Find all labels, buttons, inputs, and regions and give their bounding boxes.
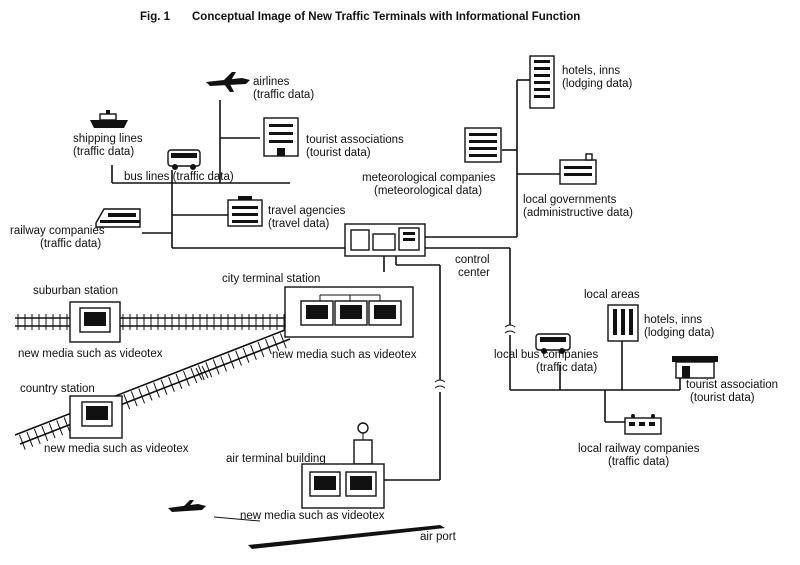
label-control: control	[455, 254, 490, 266]
railway-tie	[168, 376, 175, 392]
label-local-railway-companies: local railway companies	[578, 443, 700, 455]
railway-tie	[175, 373, 183, 389]
control-center-icon	[344, 223, 426, 257]
railway-tie	[212, 359, 220, 375]
label-tourist-associations-data: (tourist data)	[306, 147, 371, 159]
railway-tie	[227, 353, 235, 369]
hotel-building-icon	[529, 55, 555, 109]
label-videotex-air: new media such as videotex	[240, 510, 385, 522]
label-local-hotels: hotels, inns	[644, 314, 702, 326]
suburban-station-terminal-icon	[69, 301, 121, 343]
label-tourist-associations: tourist associations	[306, 134, 404, 146]
local-railway-icon	[624, 414, 662, 435]
railway-tie	[153, 382, 160, 398]
railway-tie	[160, 379, 168, 395]
figure-label: Fig. 1	[140, 11, 171, 23]
label-local-bus-companies: local bus companies	[494, 349, 598, 361]
runway-icon	[213, 516, 445, 549]
label-hotels-data: (lodging data)	[562, 78, 632, 90]
label-local-governments: local governments	[523, 194, 617, 206]
railway-tie	[123, 394, 131, 410]
diagram-labels: airlines (traffic data) hotels, inns (lo…	[10, 65, 778, 543]
label-airlines-data: (traffic data)	[253, 89, 314, 101]
label-airlines: airlines	[253, 76, 290, 88]
label-local-governments-data: (administructive data)	[523, 207, 633, 219]
label-bus-lines: bus lines (traffic data)	[124, 171, 234, 183]
label-local-hotels-data: (lodging data)	[644, 327, 714, 339]
label-air-port: air port	[420, 531, 457, 543]
label-meteorological-data: (meteorological data)	[374, 185, 482, 197]
railway-tie	[130, 391, 138, 407]
railway-tie	[235, 350, 242, 366]
railway-tie	[183, 370, 190, 387]
label-travel-agencies: travel agencies	[268, 205, 346, 217]
railway-tie	[220, 356, 228, 372]
label-videotex-suburban: new media such as videotex	[18, 348, 163, 360]
tourist-association-building-icon	[263, 117, 299, 157]
railway-tie	[272, 336, 280, 352]
country-station-terminal-icon	[69, 395, 123, 439]
airplane-icon	[206, 72, 250, 92]
railway-tie	[250, 344, 257, 360]
label-air-terminal-building: air terminal building	[226, 453, 326, 465]
airplane-landing-icon	[168, 500, 206, 512]
local-government-building-icon	[559, 153, 597, 185]
railway-tie	[18, 434, 26, 450]
railway-tie	[138, 388, 146, 404]
local-hotel-building-icon	[607, 304, 639, 342]
label-meteorological: meteorological companies	[362, 172, 496, 184]
railway-tie	[242, 347, 250, 363]
label-railway-companies-data: (traffic data)	[40, 238, 101, 250]
city-terminal-station-icon	[284, 286, 414, 338]
label-local-areas: local areas	[584, 289, 640, 301]
connection-lines	[111, 79, 681, 481]
label-local-bus-companies-data: (traffic data)	[536, 362, 597, 374]
label-shipping-lines-data: (traffic data)	[73, 146, 134, 158]
label-local-tourist-association-data: (tourist data)	[690, 392, 755, 404]
railway-tie	[190, 367, 198, 384]
label-local-tourist-association: tourist association	[686, 379, 778, 391]
railway-tie	[33, 428, 41, 445]
railway-tracks	[14, 314, 291, 450]
railway-tie	[257, 341, 265, 358]
label-shipping-lines: shipping lines	[73, 133, 143, 145]
ship-icon	[90, 110, 128, 128]
label-videotex-city: new media such as videotex	[272, 349, 417, 361]
label-suburban-station: suburban station	[33, 285, 118, 297]
railway-tie	[41, 425, 49, 442]
label-local-railway-companies-data: (traffic data)	[608, 456, 669, 468]
railway-tie	[145, 385, 153, 401]
railway-tie	[279, 333, 287, 349]
label-travel-agencies-data: (travel data)	[268, 218, 330, 230]
local-tourist-association-icon	[672, 356, 718, 379]
train-icon	[95, 208, 141, 228]
railway-tie	[26, 431, 34, 447]
bus-icon	[167, 149, 201, 170]
label-hotels: hotels, inns	[562, 65, 620, 77]
label-center: center	[458, 267, 490, 279]
travel-agency-building-icon	[227, 196, 263, 227]
figure-title: Conceptual Image of New Traffic Terminal…	[192, 11, 580, 23]
railway-tie	[205, 362, 213, 378]
meteorological-building-icon	[464, 127, 502, 163]
label-videotex-country: new media such as videotex	[44, 443, 189, 455]
railway-tie	[265, 338, 272, 355]
railway-tie	[48, 423, 56, 439]
air-terminal-building-icon	[301, 422, 385, 509]
label-railway-companies: railway companies	[10, 225, 105, 237]
local-bus-icon	[535, 333, 571, 354]
label-country-station: country station	[20, 383, 95, 395]
railway-tie	[56, 420, 64, 436]
railway-tie	[63, 417, 71, 433]
railway-tie	[197, 365, 205, 381]
label-city-terminal-station: city terminal station	[222, 273, 320, 285]
